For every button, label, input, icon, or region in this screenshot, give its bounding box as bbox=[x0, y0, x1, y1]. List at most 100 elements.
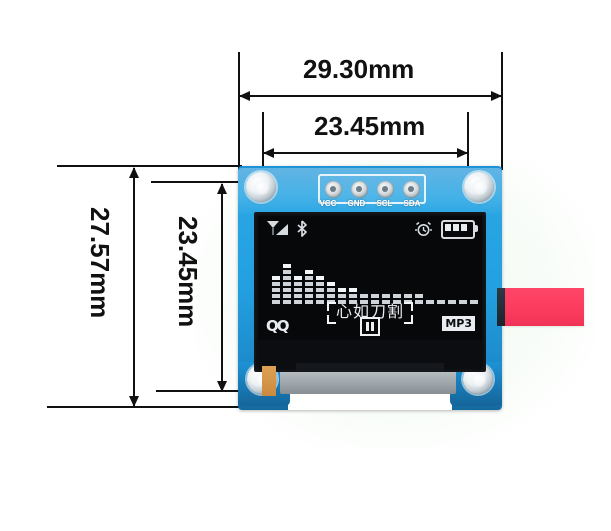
equalizer-segment bbox=[305, 300, 313, 304]
equalizer-segment bbox=[294, 282, 302, 286]
equalizer-bar bbox=[294, 276, 302, 304]
equalizer-segment bbox=[338, 300, 346, 304]
arrow-top bbox=[129, 167, 139, 178]
pin-label-vcc: VCC bbox=[319, 199, 337, 208]
dimension-board-width-label: 29.30mm bbox=[303, 54, 415, 84]
equalizer-bar bbox=[393, 294, 401, 304]
solder-pad-vcc bbox=[324, 180, 342, 198]
equalizer-segment bbox=[338, 288, 346, 292]
pause-bar bbox=[366, 322, 369, 331]
equalizer-segment bbox=[316, 276, 324, 280]
arrow-bottom bbox=[217, 381, 227, 392]
equalizer-segment bbox=[294, 276, 302, 280]
equalizer-segment bbox=[272, 282, 280, 286]
protective-film-pull-tab bbox=[505, 288, 584, 326]
equalizer-segment bbox=[327, 288, 335, 292]
equalizer-segment bbox=[283, 288, 291, 292]
equalizer-segment bbox=[283, 264, 291, 268]
solder-pad-gnd bbox=[350, 180, 368, 198]
screen-status-bar bbox=[258, 216, 482, 244]
equalizer-bar bbox=[459, 300, 467, 304]
qq-logo: QQ bbox=[266, 317, 289, 335]
selection-corner-br bbox=[404, 315, 414, 324]
solder-pad-sda bbox=[402, 180, 420, 198]
equalizer-segment bbox=[272, 288, 280, 292]
selection-corner-tl bbox=[326, 302, 336, 311]
equalizer-segment bbox=[305, 294, 313, 298]
equalizer-segment bbox=[404, 294, 412, 298]
equalizer-segment bbox=[316, 282, 324, 286]
solder-pad-scl bbox=[376, 180, 394, 198]
fpc-ribbon bbox=[280, 372, 456, 394]
equalizer-segment bbox=[283, 276, 291, 280]
arrow-right bbox=[491, 91, 502, 101]
equalizer-bar bbox=[437, 300, 445, 304]
alarm-clock-icon bbox=[415, 221, 432, 238]
mp3-badge: MP3 bbox=[442, 316, 475, 331]
dimension-line bbox=[264, 152, 468, 154]
equalizer-segment bbox=[393, 294, 401, 298]
equalizer-bar bbox=[382, 294, 390, 304]
battery-cell bbox=[453, 224, 459, 231]
equalizer-bar bbox=[338, 288, 346, 304]
equalizer-segment bbox=[349, 300, 357, 304]
pause-bar bbox=[371, 322, 374, 331]
hole-bore bbox=[472, 180, 487, 195]
equalizer-bar bbox=[305, 270, 313, 304]
equalizer-segment bbox=[294, 300, 302, 304]
dimension-board-height-label: 27.57mm bbox=[85, 207, 115, 319]
status-left-group bbox=[266, 220, 307, 238]
equalizer-segment bbox=[327, 282, 335, 286]
equalizer-segment bbox=[272, 276, 280, 280]
equalizer-segment bbox=[382, 300, 390, 304]
equalizer-segment bbox=[283, 282, 291, 286]
equalizer-segment bbox=[371, 300, 379, 304]
arrow-left bbox=[239, 91, 250, 101]
equalizer-segment bbox=[349, 294, 357, 298]
equalizer-segment bbox=[283, 270, 291, 274]
status-right-group bbox=[415, 220, 478, 239]
ext-line-left bbox=[262, 112, 264, 174]
equalizer-segment bbox=[316, 300, 324, 304]
dimension-line bbox=[221, 184, 223, 391]
signal-strength-icon bbox=[266, 220, 290, 238]
bluetooth-icon bbox=[297, 220, 307, 238]
track-title-box: 心如刀割 bbox=[326, 302, 414, 324]
equalizer-bar bbox=[470, 300, 478, 304]
equalizer-segment bbox=[327, 294, 335, 298]
equalizer-segment bbox=[360, 300, 368, 304]
dimension-screen-width-label: 23.45mm bbox=[314, 111, 426, 141]
screen-bottom-bar: QQ MP3 bbox=[258, 315, 482, 337]
mounting-hole-top-left bbox=[246, 172, 276, 202]
equalizer-segment bbox=[415, 300, 423, 304]
dimension-line bbox=[133, 168, 135, 406]
equalizer-segment bbox=[272, 294, 280, 298]
equalizer-segment bbox=[393, 300, 401, 304]
equalizer-bar bbox=[415, 294, 423, 304]
ext-line-right bbox=[501, 52, 503, 170]
equalizer-bar bbox=[316, 276, 324, 304]
equalizer-segment bbox=[316, 294, 324, 298]
equalizer-bar bbox=[448, 300, 456, 304]
ext-line-right bbox=[467, 112, 469, 174]
equalizer-segment bbox=[272, 300, 280, 304]
battery-cell bbox=[445, 224, 451, 231]
oled-screen: 心如刀割 QQ MP3 bbox=[258, 216, 482, 340]
equalizer-segment bbox=[371, 294, 379, 298]
ext-line-top bbox=[57, 165, 242, 167]
ext-line-bottom bbox=[156, 390, 246, 392]
equalizer-bar bbox=[349, 288, 357, 304]
hole-bore bbox=[471, 372, 486, 387]
equalizer-segment bbox=[459, 300, 467, 304]
equalizer-segment bbox=[316, 288, 324, 292]
battery-icon bbox=[441, 220, 478, 239]
dimension-line bbox=[240, 95, 502, 97]
ext-line-left bbox=[238, 52, 240, 170]
equalizer-segment bbox=[470, 300, 478, 304]
pin-label-sda: SDA bbox=[403, 199, 421, 208]
equalizer-segment bbox=[294, 288, 302, 292]
pin-header-pads bbox=[318, 174, 426, 204]
equalizer-segment bbox=[437, 300, 445, 304]
battery-level bbox=[445, 224, 467, 231]
